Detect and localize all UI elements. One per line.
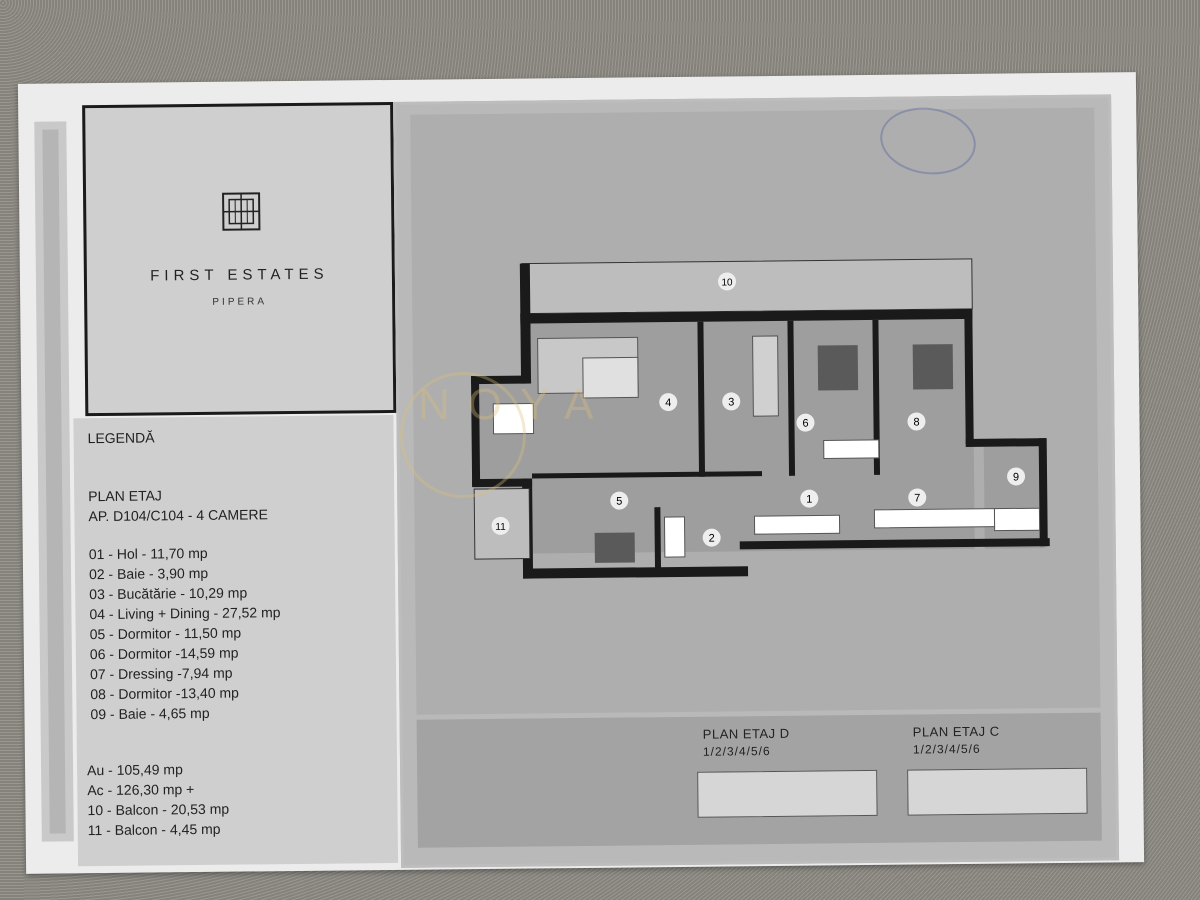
room-number-10: 10 (721, 277, 733, 288)
plan-label: PLAN ETAJ (88, 487, 162, 505)
kitchen-counter (752, 335, 779, 417)
wall (654, 507, 662, 573)
room-marker-9 (1007, 467, 1026, 486)
room-list: 01 - Hol - 11,70 mp 02 - Baie - 3,90 mp … (89, 542, 282, 724)
brand-subtitle: PIPERA (212, 296, 268, 308)
balcony-10 (521, 258, 973, 315)
room-item: 08 - Dormitor -13,40 mp (90, 684, 239, 703)
wall (1038, 438, 1048, 547)
room-markers: 1 2 3 4 5 6 7 8 9 (491, 272, 1026, 547)
room-marker-2 (702, 528, 721, 547)
room-marker-5 (610, 491, 629, 510)
mini-plan-c-title: PLAN ETAJ C (912, 723, 1000, 740)
room-item: 01 - Hol - 11,70 mp (88, 544, 208, 563)
wall (739, 538, 1050, 550)
plan-heading: PLAN ETAJ AP. D104/C104 - 4 CAMERE (88, 484, 268, 526)
floor-plan-sheet: FIRST ESTATES PIPERA LEGENDĂ PLAN ETAJ A… (17, 72, 1145, 874)
bed-6 (817, 345, 859, 391)
room-number-7: 7 (914, 492, 920, 504)
wall (697, 321, 706, 477)
room-number-8: 8 (913, 416, 919, 428)
room-marker-1 (800, 489, 819, 508)
wall (964, 308, 974, 444)
area-list: Au - 105,49 mp Ac - 126,30 mp + 10 - Bal… (87, 759, 229, 840)
wall (965, 438, 1046, 447)
rug (582, 356, 639, 399)
room-marker-3 (722, 392, 741, 411)
wall (520, 308, 973, 324)
room-marker-11 (491, 516, 510, 535)
mini-plan-c-floors: 1/2/3/4/5/6 (912, 741, 981, 757)
room-item: 06 - Dormitor -14,59 mp (89, 644, 239, 663)
wall (872, 319, 881, 475)
room-marker-4 (659, 393, 678, 412)
room-item: 03 - Bucătărie - 10,29 mp (89, 584, 248, 603)
watermark-text: NOYA (418, 380, 612, 429)
room-number-5: 5 (616, 496, 622, 508)
brand-logo-icon (222, 192, 261, 231)
room-item: 05 - Dormitor - 11,50 mp (89, 624, 242, 643)
room-item: 04 - Living + Dining - 27,52 mp (89, 604, 281, 623)
mini-plan-d (697, 769, 878, 818)
bathtub-2 (663, 516, 686, 558)
room-number-9: 9 (1013, 471, 1019, 483)
room-marker-7 (908, 488, 927, 507)
apartment-label: AP. D104/C104 - 4 CAMERE (88, 506, 268, 525)
wall (787, 320, 796, 476)
area-item: Au - 105,49 mp (87, 761, 183, 779)
bed-5 (594, 532, 635, 563)
legend-title: LEGENDĂ (87, 429, 155, 447)
bed-8 (912, 344, 954, 390)
bathtub-9 (993, 507, 1041, 532)
mini-plan-d-floors: 1/2/3/4/5/6 (702, 744, 771, 759)
bathroom-9-area (983, 443, 1045, 549)
room-number-1: 1 (806, 494, 812, 506)
room-number-11: 11 (495, 522, 506, 533)
room-number-3: 3 (728, 396, 734, 408)
floor-key-band: PLAN ETAJ D 1/2/3/4/5/6 PLAN ETAJ C 1/2/… (416, 712, 1102, 848)
area-item: 10 - Balcon - 20,53 mp (87, 800, 230, 819)
brand-logo-box: FIRST ESTATES PIPERA (82, 101, 397, 417)
watermark-circle (400, 372, 526, 498)
room-number-4: 4 (665, 397, 671, 409)
room-number-6: 6 (802, 418, 808, 430)
room-item: 07 - Dressing -7,94 mp (89, 664, 233, 683)
wardrobe-6 (823, 439, 880, 459)
mini-plan-d-title: PLAN ETAJ D (702, 725, 790, 742)
wall (522, 566, 749, 579)
room-number-2: 2 (709, 533, 715, 545)
brand-name: FIRST ESTATES (150, 265, 329, 285)
wall (520, 313, 532, 384)
area-item: Ac - 126,30 mp + (87, 781, 195, 799)
wall (532, 471, 763, 479)
legend-panel: LEGENDĂ PLAN ETAJ AP. D104/C104 - 4 CAME… (73, 414, 399, 867)
wardrobe-7 (873, 508, 996, 529)
room-marker-6 (796, 413, 815, 432)
room-item: 09 - Baie - 4,65 mp (90, 704, 210, 723)
room-marker-8 (907, 412, 926, 431)
mini-plan-c (907, 767, 1088, 816)
wardrobe-1 (753, 514, 841, 535)
room-marker-10 (718, 272, 737, 291)
area-item: 11 - Balcon - 4,45 mp (87, 820, 221, 839)
room-item: 02 - Baie - 3,90 mp (88, 564, 209, 583)
